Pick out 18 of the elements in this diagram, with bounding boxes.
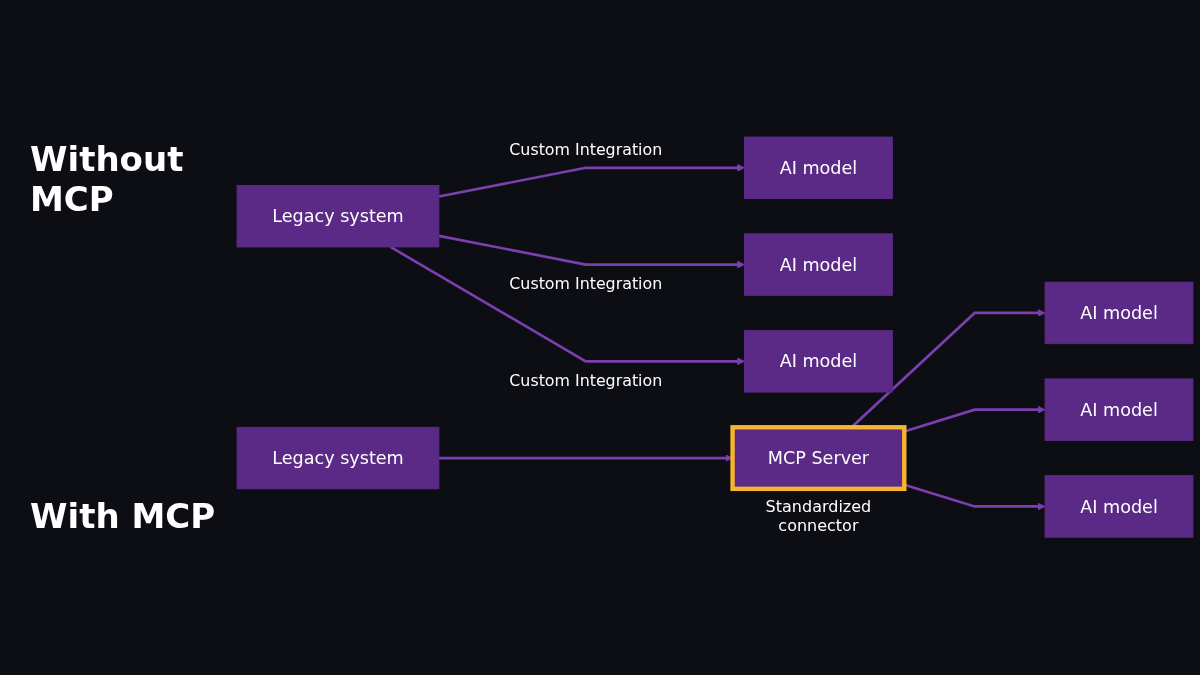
node-box: MCP Server <box>730 425 907 492</box>
edge-label: Custom Integration <box>509 274 663 294</box>
node-box: AI model <box>1044 378 1194 442</box>
node-box: AI model <box>744 136 893 200</box>
node-box: AI model <box>744 330 893 393</box>
edge-label: Custom Integration <box>509 371 663 390</box>
node-box: Legacy system <box>236 185 440 248</box>
edge-label: Custom Integration <box>509 140 663 159</box>
section-heading: With MCP <box>30 496 217 537</box>
arrow <box>389 246 745 366</box>
section-heading: Without MCP <box>30 138 185 219</box>
node-caption: Standardized connector <box>764 497 873 536</box>
node-box: AI model <box>1044 282 1194 345</box>
node-box: AI model <box>744 233 893 297</box>
node-box: Legacy system <box>236 427 440 490</box>
node-box: AI model <box>1044 475 1194 539</box>
arrow <box>438 164 745 199</box>
arrow <box>438 235 745 269</box>
